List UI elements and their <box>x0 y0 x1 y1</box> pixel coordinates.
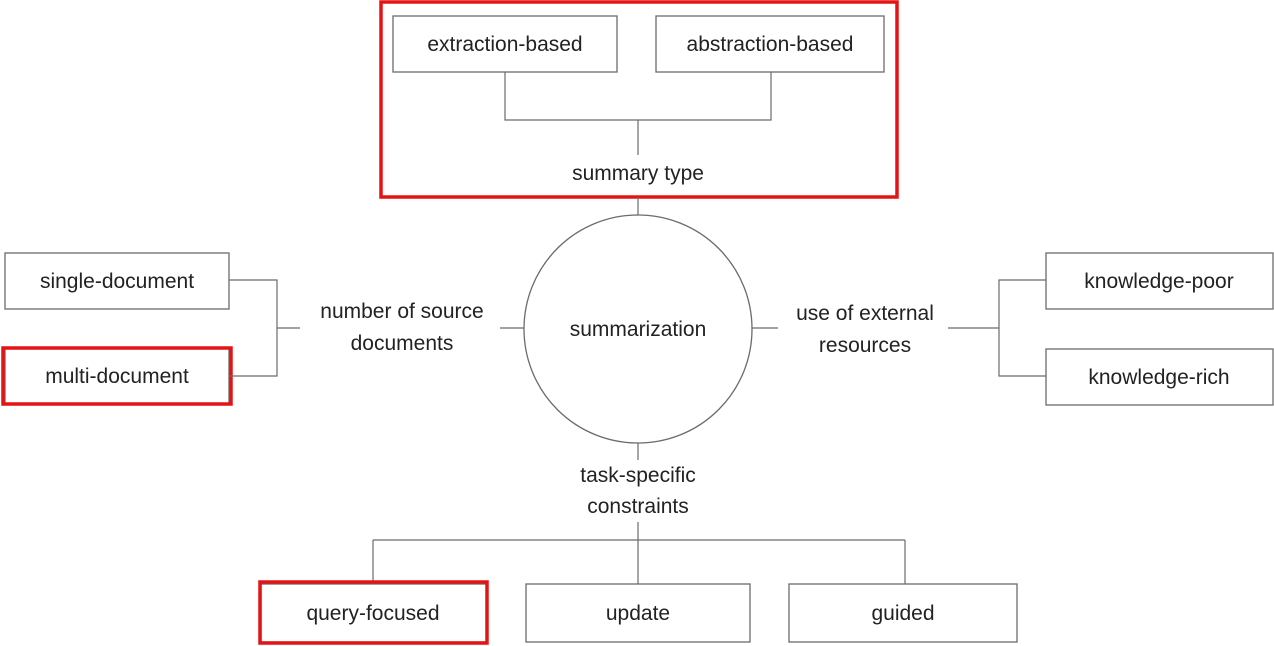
number-of-source-label-line1: number of source <box>320 300 483 323</box>
source-documents-branch: single-document multi-document number of… <box>1 252 524 406</box>
single-document-box <box>4 252 230 310</box>
task-specific-label-line1: task-specific <box>580 464 696 487</box>
external-resources-branch: use of external resources knowledge-poor… <box>752 252 1274 406</box>
extraction-based-label: extraction-based <box>427 33 582 56</box>
abstraction-based-label: abstraction-based <box>687 33 854 56</box>
external-resources-label-line1: use of external <box>796 302 934 325</box>
number-of-source-label-line2: documents <box>351 332 454 355</box>
knowledge-poor-label: knowledge-poor <box>1084 270 1233 293</box>
top-options-connector <box>504 72 772 121</box>
external-resources-label-line2: resources <box>819 334 911 357</box>
right-options-connector <box>998 279 1046 377</box>
left-options-connector <box>229 279 278 377</box>
task-constraints-branch: task-specific constraints query-focused … <box>258 443 1018 645</box>
knowledge-rich-label: knowledge-rich <box>1088 366 1229 389</box>
guided-label: guided <box>871 602 934 625</box>
abstraction-based-box <box>655 15 885 73</box>
query-focused-highlight-frame <box>258 580 489 645</box>
summary-type-label: summary type <box>572 162 704 185</box>
update-label: update <box>606 602 670 625</box>
knowledge-rich-box <box>1045 348 1274 406</box>
multi-document-label: multi-document <box>45 365 189 388</box>
guided-box <box>788 583 1018 643</box>
knowledge-poor-box <box>1045 252 1274 310</box>
task-specific-label-line2: constraints <box>587 495 689 518</box>
single-document-label: single-document <box>40 270 194 293</box>
update-box <box>525 583 751 643</box>
summary-type-branch: extraction-based abstraction-based summa… <box>379 0 899 215</box>
summarization-label: summarization <box>570 318 707 341</box>
summary-type-highlight-frame <box>379 0 899 199</box>
query-focused-label: query-focused <box>306 602 439 625</box>
